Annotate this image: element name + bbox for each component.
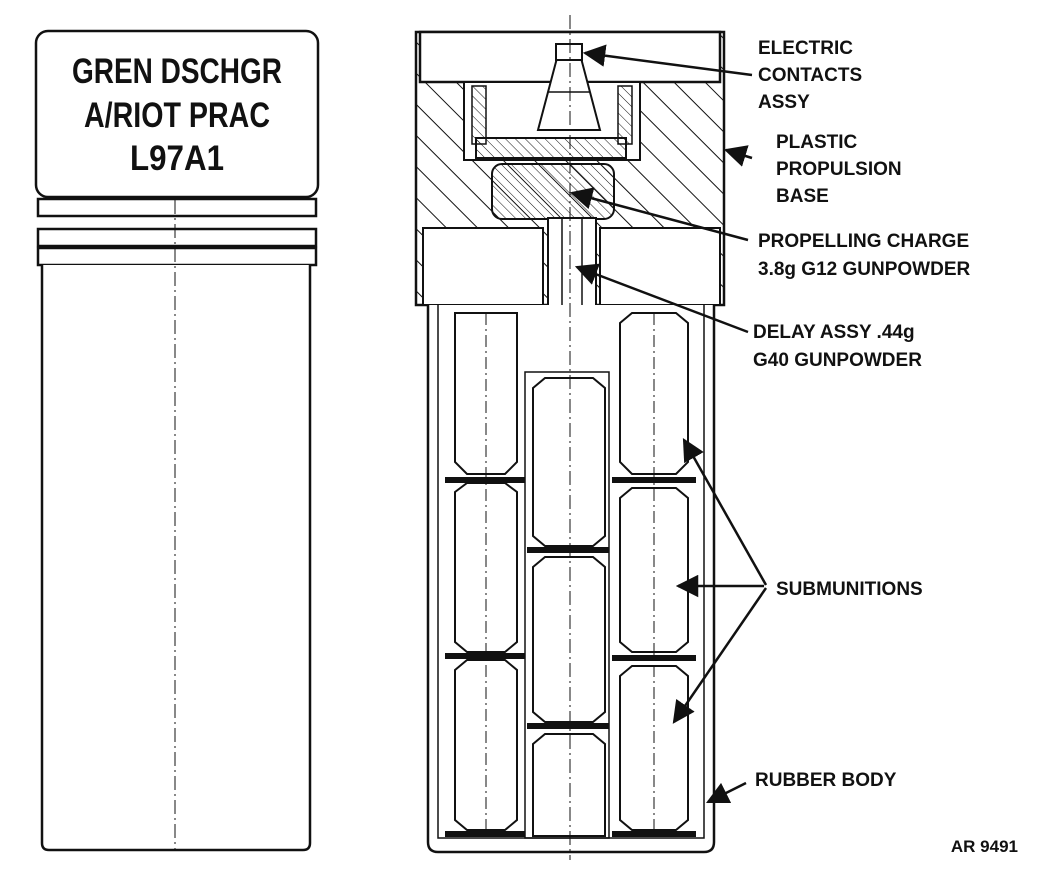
separator-disc [527,547,609,553]
base-lower-right [599,227,721,306]
submunition-column-left [445,312,525,837]
leader-lines [569,44,768,804]
leader-propelling-charge [569,187,749,242]
exterior-ring-1 [36,197,318,218]
label-submunitions: SUBMUNITIONS [776,579,923,600]
separator-disc [445,477,525,483]
leader-submunition-top [682,438,768,586]
contact-tip [555,43,583,61]
exterior-view: GREN DSCHGR A/RIOT PRAC L97A1 [34,29,320,852]
exterior-ring-3 [36,246,318,267]
exterior-body [40,265,312,852]
marking-line1: GREN DSCHGR [72,52,282,91]
label-propelling-charge-1: PROPELLING CHARGE [758,231,969,252]
label-delay-assy-1: DELAY ASSY .44g [753,322,915,343]
propelling-charge [491,163,615,220]
section-view [414,15,726,860]
label-electric-contacts-1: ELECTRIC [758,38,853,59]
submunition-column-right [612,312,696,837]
submunition [532,556,606,723]
submunition [619,487,689,653]
callout-labels: ELECTRIC CONTACTS ASSY PLASTIC PROPULSIO… [753,38,1018,856]
leader-plastic-base [723,145,753,167]
separator-disc [445,831,525,837]
separator-disc [612,831,696,837]
submunition [454,659,518,831]
base-lower-left [422,227,544,306]
figure-reference: AR 9491 [951,837,1018,856]
submunition [454,312,518,475]
center-liner [524,371,610,839]
contact-side-right [617,85,633,145]
label-delay-assy-2: G40 GUNPOWDER [753,350,922,371]
leader-delay-assy [574,263,749,334]
delay-tube [547,217,597,307]
label-electric-contacts-3: ASSY [758,92,810,113]
submunition [532,733,606,837]
marking-line2: A/RIOT PRAC [84,96,270,135]
exterior-cap [34,29,320,199]
separator-disc [612,477,696,483]
contact-plate [475,137,627,159]
submunition-column-center [524,371,610,839]
label-plastic-base-2: PROPULSION [776,159,902,180]
separator-disc [612,655,696,661]
leader-rubber-body [705,781,747,804]
contact-side-left [471,85,487,145]
exterior-ring-2 [36,227,318,248]
marking-line3: L97A1 [130,139,224,178]
label-plastic-base-1: PLASTIC [776,132,858,153]
leader-electric-contacts [582,44,753,77]
label-propelling-charge-2: 3.8g G12 GUNPOWDER [758,259,970,280]
label-rubber-body: RUBBER BODY [755,770,897,791]
label-electric-contacts-2: CONTACTS [758,65,862,86]
separator-disc [527,723,609,729]
separator-disc [445,653,525,659]
submunition [532,377,606,547]
leader-submunition-bottom [672,587,768,724]
label-plastic-base-3: BASE [776,186,829,207]
